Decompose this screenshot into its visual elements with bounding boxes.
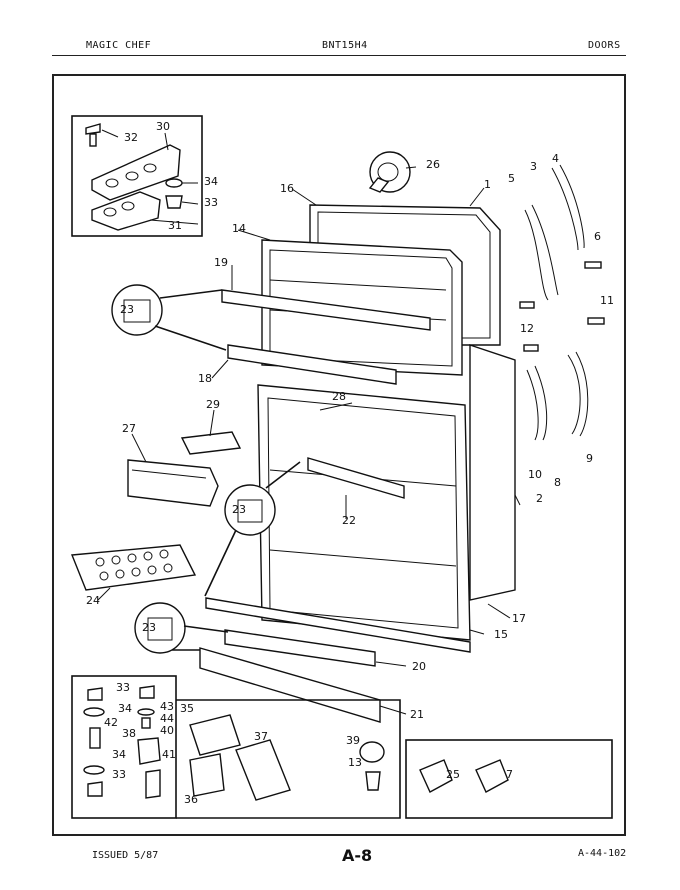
freezer-door-shelf-18 xyxy=(227,344,397,385)
callout-33a: 33 xyxy=(204,196,218,209)
callout-34b: 34 xyxy=(118,702,132,715)
butter-door xyxy=(180,431,242,455)
callout-40: 40 xyxy=(160,724,174,737)
callout-24: 24 xyxy=(86,594,100,607)
door-gasket-strips xyxy=(524,164,589,441)
footer-page-number: A-8 xyxy=(342,846,373,865)
door-shelf-20 xyxy=(224,629,376,667)
callout-30: 30 xyxy=(156,120,170,133)
callout-5: 5 xyxy=(508,172,515,185)
hardware-parts xyxy=(83,685,161,799)
callout-31: 31 xyxy=(168,219,182,232)
hinge-pin-39-13 xyxy=(359,741,385,791)
callout-32: 32 xyxy=(124,131,138,144)
callout-6: 6 xyxy=(594,230,601,243)
door-shelf-21 xyxy=(199,647,381,723)
callout-17: 17 xyxy=(512,612,526,625)
header-rule xyxy=(52,55,626,56)
callout-26: 26 xyxy=(426,158,440,171)
callout-41: 41 xyxy=(162,748,176,761)
callout-33b: 33 xyxy=(116,681,130,694)
callout-13: 13 xyxy=(348,756,362,769)
callout-33c: 33 xyxy=(112,768,126,781)
callout-1: 1 xyxy=(484,178,491,191)
callout-34c: 34 xyxy=(112,748,126,761)
hinge-brackets-35-36-37 xyxy=(189,714,291,801)
callout-43: 43 xyxy=(160,700,174,713)
leader-lines xyxy=(97,129,521,715)
callout-11: 11 xyxy=(600,294,614,307)
callout-44: 44 xyxy=(160,712,174,725)
callout-7: 7 xyxy=(506,768,513,781)
callout-42: 42 xyxy=(104,716,118,729)
header-section: DOORS xyxy=(588,40,621,51)
door-shelf-lower xyxy=(205,597,471,653)
callout-20: 20 xyxy=(412,660,426,673)
freezer-door-shelf-19 xyxy=(221,289,431,331)
header-brand: MAGIC CHEF xyxy=(86,40,152,51)
hardware-inset-box xyxy=(71,675,177,819)
door-stop-inset-box xyxy=(405,739,613,819)
fresh-food-door xyxy=(257,344,516,641)
callout-37: 37 xyxy=(254,730,268,743)
callout-19: 19 xyxy=(214,256,228,269)
callout-22: 22 xyxy=(342,514,356,527)
shelf-retainer-clip-1 xyxy=(111,284,227,351)
shelf-retainer-clip-2 xyxy=(204,461,301,597)
callout-39: 39 xyxy=(346,734,360,747)
callout-34a: 34 xyxy=(204,175,218,188)
callout-2: 2 xyxy=(536,492,543,505)
callout-10: 10 xyxy=(528,468,542,481)
callout-35: 35 xyxy=(180,702,194,715)
callout-23a: 23 xyxy=(120,303,134,316)
footer-issued: ISSUED 5/87 xyxy=(92,850,159,861)
egg-tray xyxy=(71,544,197,591)
diagram-frame xyxy=(52,74,626,836)
callout-28: 28 xyxy=(332,390,346,403)
callout-9: 9 xyxy=(586,452,593,465)
freezer-door xyxy=(261,204,501,376)
callout-4: 4 xyxy=(552,152,559,165)
top-hinge-assembly xyxy=(85,123,183,231)
callout-3: 3 xyxy=(530,160,537,173)
callout-18: 18 xyxy=(198,372,212,385)
butter-compartment xyxy=(127,459,219,507)
door-stop-parts xyxy=(419,759,509,793)
callout-25: 25 xyxy=(446,768,460,781)
callout-12: 12 xyxy=(520,322,534,335)
callout-labels: 1 2 3 4 5 6 7 8 9 10 11 12 13 14 15 16 1… xyxy=(86,120,614,806)
callout-23b: 23 xyxy=(232,503,246,516)
callout-29: 29 xyxy=(206,398,220,411)
callout-36: 36 xyxy=(184,793,198,806)
footer-code: A-44-102 xyxy=(578,848,627,859)
hinge-parts-panel xyxy=(176,699,401,819)
callout-27: 27 xyxy=(122,422,136,435)
callout-21: 21 xyxy=(410,708,424,721)
callout-16: 16 xyxy=(280,182,294,195)
hinge-pin-bushing xyxy=(368,151,411,193)
hinge-inset-box xyxy=(71,115,203,237)
header-model: BNT15H4 xyxy=(322,40,368,51)
callout-38: 38 xyxy=(122,727,136,740)
callout-8: 8 xyxy=(554,476,561,489)
small-brackets xyxy=(519,261,605,352)
callout-14: 14 xyxy=(232,222,246,235)
callout-15: 15 xyxy=(494,628,508,641)
callout-23c: 23 xyxy=(142,621,156,634)
shelf-retainer-clip-3 xyxy=(134,602,229,654)
door-shelf-22 xyxy=(307,457,405,499)
